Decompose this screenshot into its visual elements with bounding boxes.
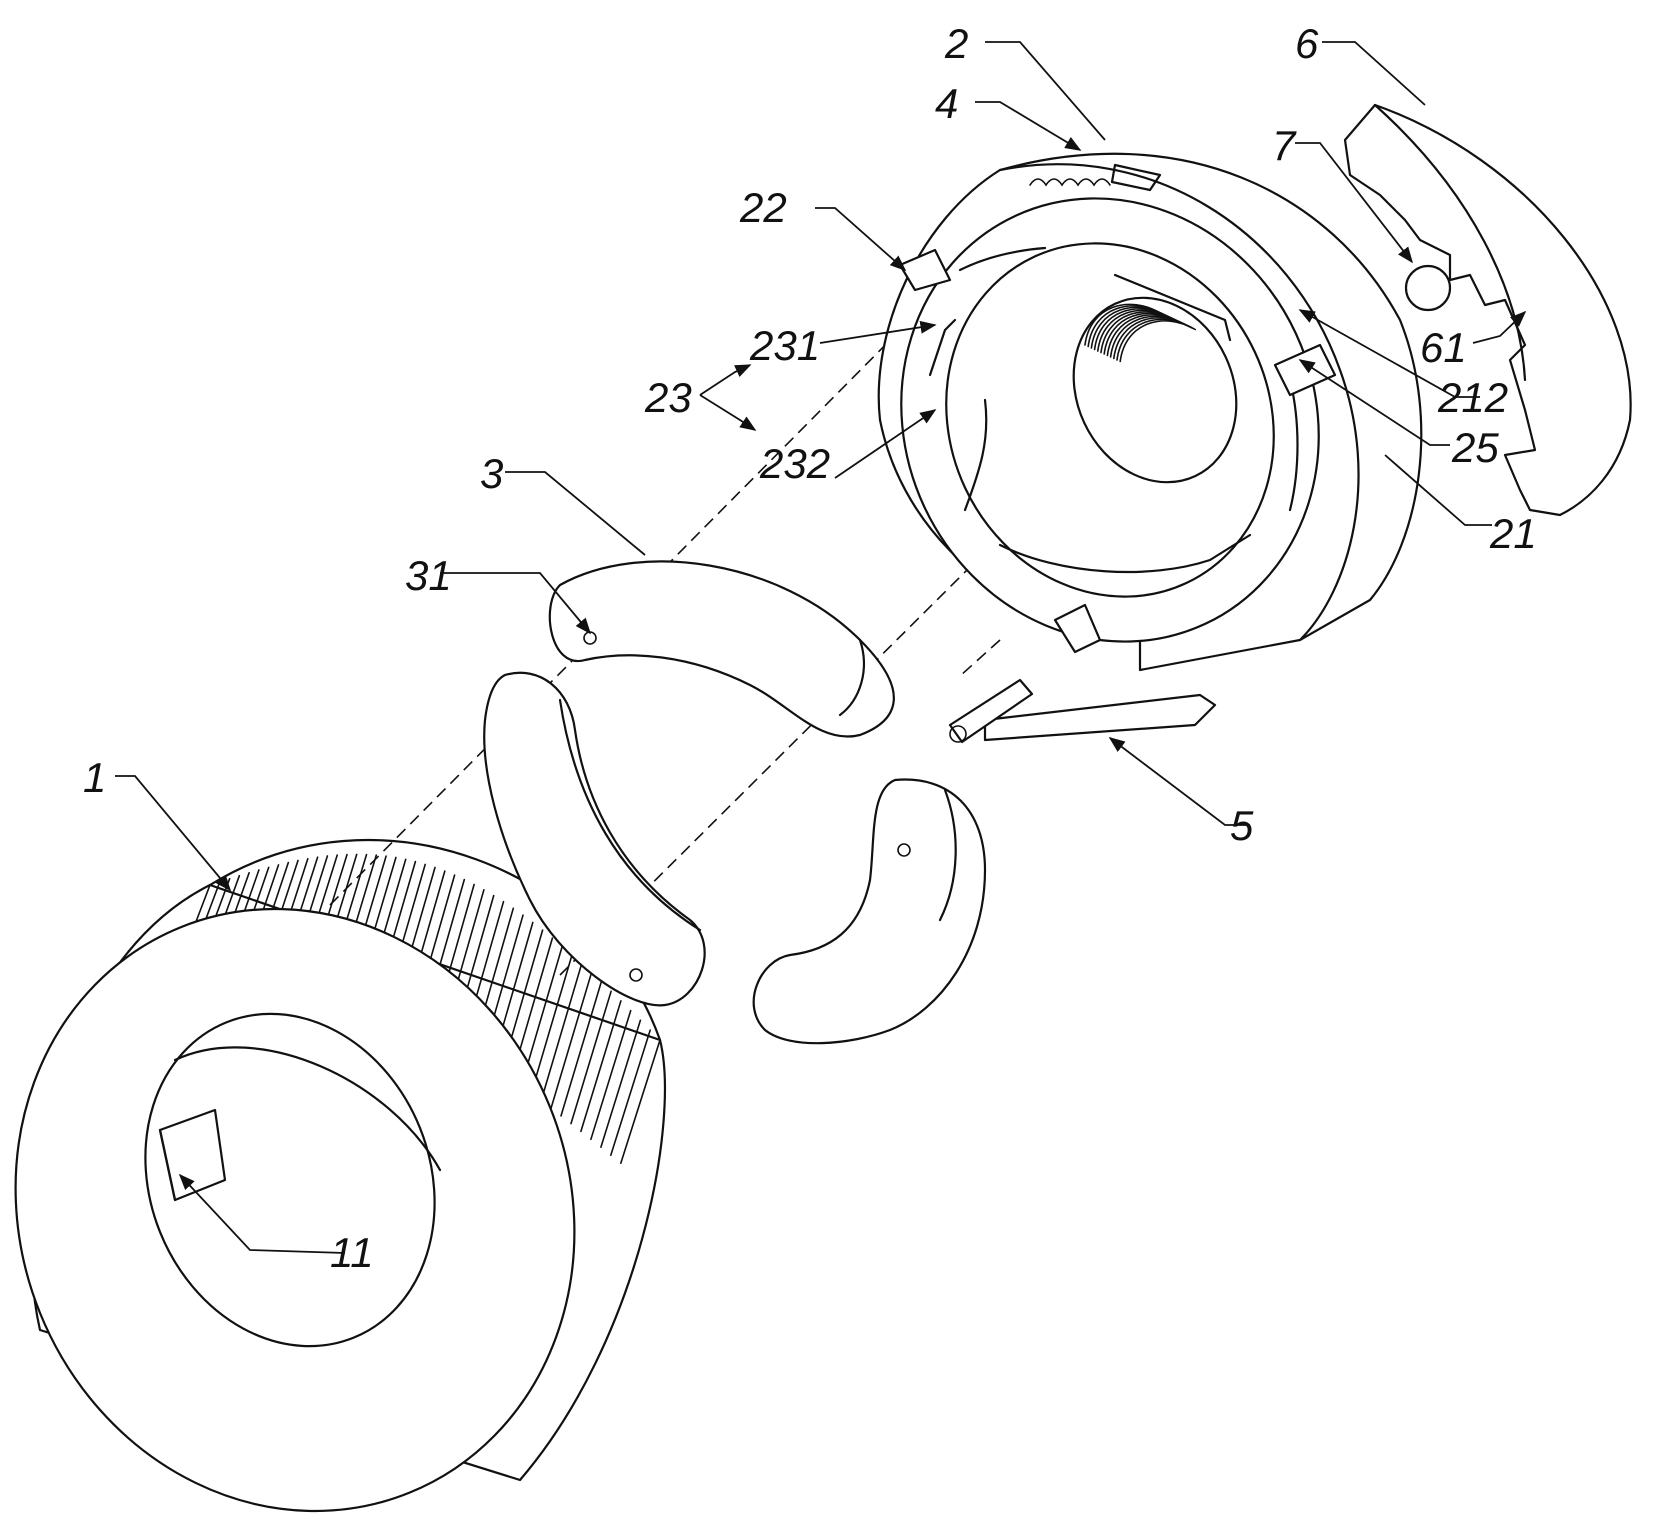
label-232: 232 — [759, 440, 830, 487]
knurled-nut-part-1 — [14, 839, 666, 1513]
spring-strip-part-5 — [948, 678, 1217, 744]
label-11: 11 — [330, 1229, 374, 1276]
label-212: 212 — [1437, 374, 1508, 421]
label-31: 31 — [405, 552, 452, 599]
jaw-segment-right — [752, 778, 987, 1045]
jaw-segment-left — [483, 671, 706, 1007]
label-23: 23 — [644, 374, 692, 421]
label-2: 2 — [944, 20, 968, 67]
label-5: 5 — [1230, 802, 1254, 849]
label-1: 1 — [83, 754, 106, 801]
body-part-2 — [877, 152, 1423, 672]
label-21: 21 — [1489, 510, 1537, 557]
knurl-tooth — [560, 981, 603, 1117]
knurl-tooth — [540, 962, 583, 1102]
knurl-tooth — [600, 1019, 642, 1148]
knurl-tooth — [609, 1029, 652, 1156]
label-22: 22 — [739, 184, 787, 231]
knurl-tooth — [580, 1000, 622, 1133]
arc-clip-part-6 — [1343, 103, 1632, 517]
knurl-tooth — [619, 1039, 661, 1164]
label-25: 25 — [1451, 424, 1499, 471]
part-labels: 1 11 2 21 212 22 23 231 232 25 3 31 4 5 … — [83, 20, 1537, 1276]
jaw-segment-top — [548, 560, 895, 738]
knurl-tooth — [570, 990, 612, 1125]
knurl-tooth — [530, 954, 573, 1095]
internal-thread — [1084, 303, 1196, 363]
knurl-tooth — [550, 971, 593, 1110]
label-6: 6 — [1295, 20, 1319, 67]
label-7: 7 — [1272, 122, 1297, 169]
thread-line — [1119, 320, 1196, 363]
label-4: 4 — [935, 80, 958, 127]
leader-lines — [115, 41, 1527, 1254]
label-231: 231 — [749, 322, 820, 369]
knurl-tooth — [590, 1009, 632, 1141]
label-3: 3 — [480, 450, 503, 497]
label-61: 61 — [1420, 324, 1467, 371]
